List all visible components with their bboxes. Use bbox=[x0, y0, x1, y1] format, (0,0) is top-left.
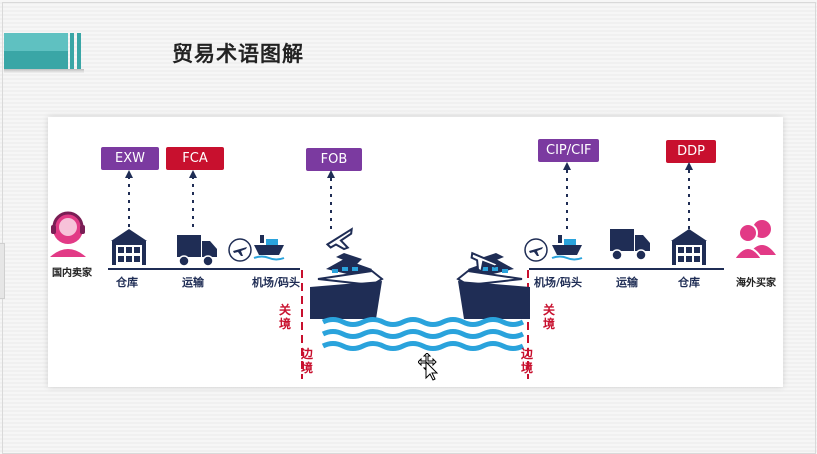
airplane-icon bbox=[228, 238, 252, 262]
term-fca: FCA bbox=[166, 147, 224, 170]
stage-left-warehouse: 仓库 bbox=[116, 276, 138, 289]
header-accent-bar bbox=[4, 33, 68, 69]
stage-right-transport: 运输 bbox=[616, 276, 638, 289]
cargo-ship-icon bbox=[253, 235, 285, 261]
left-border-label: 边境 bbox=[300, 347, 313, 375]
truck-icon bbox=[610, 229, 650, 261]
term-fob: FOB bbox=[306, 148, 362, 171]
right-customs-label: 关境 bbox=[542, 303, 555, 331]
cargo-ship-icon bbox=[551, 235, 583, 261]
diagram-panel: EXW FCA FOB CIP/CIF DDP bbox=[48, 117, 783, 387]
seller-label: 国内卖家 bbox=[52, 268, 92, 279]
move-cursor-icon bbox=[418, 353, 439, 381]
trade-diagram bbox=[50, 162, 776, 379]
arrow-heads bbox=[125, 162, 693, 178]
warehouse-icon bbox=[671, 229, 707, 265]
airplane-icon bbox=[524, 238, 548, 262]
term-cip-cif: CIP/CIF bbox=[538, 139, 599, 162]
truck-icon bbox=[177, 235, 217, 267]
cargo-ship-icon bbox=[310, 253, 384, 319]
person-group-icon bbox=[732, 220, 776, 260]
buyer-label: 海外买家 bbox=[736, 278, 776, 289]
header-accent-stripe bbox=[70, 33, 74, 69]
right-border-label: 边境 bbox=[520, 347, 533, 375]
cargo-ship-icon bbox=[456, 253, 530, 319]
term-ddp: DDP bbox=[666, 140, 716, 163]
warehouse-icon bbox=[111, 229, 147, 265]
dotted-arrows bbox=[128, 169, 690, 229]
airplane-icon bbox=[325, 227, 353, 251]
stage-left-transport: 运输 bbox=[182, 276, 204, 289]
sea-waves bbox=[321, 317, 525, 351]
stage-left-port: 机场/码头 bbox=[252, 276, 301, 289]
header-accent-stripe bbox=[77, 33, 81, 69]
side-tab[interactable] bbox=[0, 243, 5, 299]
airplane-icon bbox=[470, 251, 501, 274]
term-exw: EXW bbox=[101, 147, 159, 170]
headset-person-icon bbox=[50, 211, 86, 257]
stage-right-warehouse: 仓库 bbox=[678, 276, 700, 289]
header-shadow bbox=[4, 69, 84, 73]
slide-title: 贸易术语图解 bbox=[172, 42, 304, 66]
left-customs-label: 关境 bbox=[278, 303, 291, 331]
stage-right-port: 机场/码头 bbox=[534, 276, 583, 289]
